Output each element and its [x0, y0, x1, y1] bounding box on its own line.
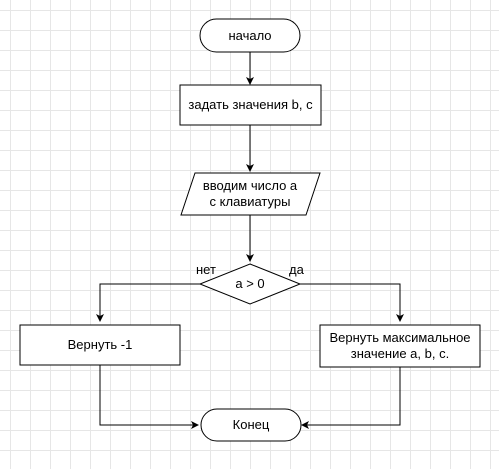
condition-decision-shape	[198, 263, 302, 305]
set-values-process-shape	[179, 84, 322, 126]
return-max-line1: Вернуть максимальное	[329, 330, 471, 345]
set-values-text: задать значения b, c	[188, 97, 313, 112]
return-max-process-shape	[319, 324, 481, 368]
input-a-label: вводим число a с клавиатуры	[185, 173, 315, 215]
edge-neg-to-end	[99, 365, 199, 429]
return-neg-label: Вернуть -1	[20, 325, 180, 365]
input-a-line2: с клавиатуры	[209, 194, 291, 209]
start-label: начало	[200, 19, 300, 52]
input-data-shape	[180, 172, 321, 216]
end-terminal-shape	[200, 408, 302, 442]
set-values-label: задать значения b, c	[180, 85, 321, 125]
return-neg-process-shape	[19, 324, 181, 366]
condition-text: a > 0	[235, 276, 265, 291]
end-text: Конец	[232, 417, 270, 432]
start-text: начало	[228, 27, 272, 43]
condition-label: a > 0	[210, 274, 290, 294]
branch-yes-label: да	[289, 262, 304, 277]
input-a-line1: вводим число a	[202, 178, 298, 193]
end-label: Конец	[201, 409, 301, 441]
return-max-label: Вернуть максимальное значение a, b, c.	[320, 325, 480, 367]
return-max-line2: значение a, b, c.	[350, 346, 450, 361]
return-neg-text: Вернуть -1	[67, 337, 133, 352]
start-terminal-shape	[199, 18, 301, 53]
edge-max-to-end	[301, 367, 401, 429]
branch-no-label: нет	[196, 262, 216, 277]
edge-yes-branch	[300, 283, 404, 322]
edge-no-branch	[96, 283, 200, 322]
